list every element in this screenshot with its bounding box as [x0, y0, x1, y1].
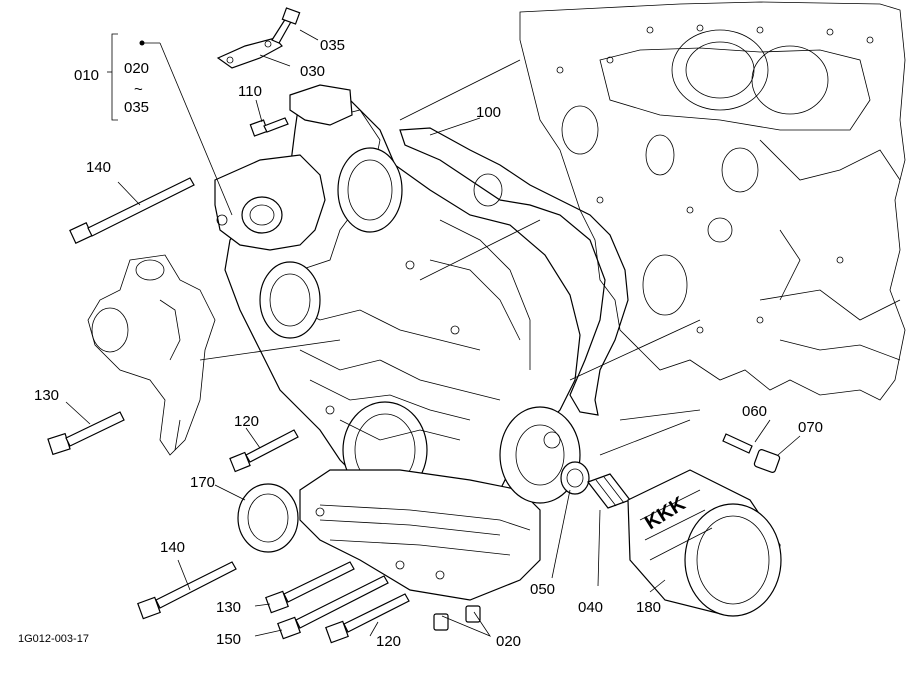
callout-170: 170: [190, 474, 215, 491]
callout-010: 010: [74, 67, 99, 84]
callout-120-mid: 120: [234, 413, 259, 430]
plug-070: [753, 449, 781, 473]
callout-040: 040: [578, 599, 603, 616]
callout-050: 050: [530, 581, 555, 598]
filter-flange: [499, 406, 590, 504]
bolt-120-bottom: [325, 593, 410, 644]
callout-140-top: 140: [86, 159, 111, 176]
oil-seal-170: [237, 483, 299, 553]
bolt-130-bottom: [265, 561, 355, 614]
leader-lines: [65, 29, 801, 637]
bolt-150: [277, 575, 389, 640]
callout-130-bottom: 130: [216, 599, 241, 616]
thermostat-housing: [214, 84, 353, 251]
oil-pan: [299, 469, 541, 601]
callout-020-bottom: 020: [496, 633, 521, 650]
bolt-035: [271, 7, 301, 44]
callout-labels: 010 020 ~ 035 035 030 110 100 140 130 12…: [18, 37, 823, 650]
callout-060: 060: [742, 403, 767, 420]
reference-dot: [139, 40, 145, 46]
callout-140-bottom: 140: [160, 539, 185, 556]
water-pump: [87, 254, 216, 456]
oil-filter-180: KKK: [627, 469, 782, 617]
callout-100: 100: [476, 104, 501, 121]
bolt-060: [722, 433, 753, 454]
bolt-140-bottom: [137, 561, 237, 620]
phantom-lines: [199, 59, 701, 456]
callout-150: 150: [216, 631, 241, 648]
callout-070: 070: [798, 419, 823, 436]
callout-020-range-start: 020: [124, 60, 149, 77]
callout-120-bottom: 120: [376, 633, 401, 650]
engine-block: [519, 1, 906, 401]
callout-180: 180: [636, 599, 661, 616]
callout-130-left: 130: [34, 387, 59, 404]
callout-035: 035: [320, 37, 345, 54]
bolt-120-mid: [229, 429, 299, 473]
gasket-100: [399, 127, 629, 416]
figure-id: 1G012-003-17: [18, 633, 89, 645]
filter-nipple-040: [587, 473, 631, 509]
callout-035-range-end: 035: [124, 99, 149, 116]
callout-030: 030: [300, 63, 325, 80]
bracket-030: [216, 37, 283, 69]
range-tilde: ~: [134, 81, 143, 98]
drain-plug-020: [433, 605, 481, 631]
bolt-110: [249, 117, 289, 137]
bolt-140-top: [69, 177, 195, 244]
callout-110: 110: [238, 83, 262, 100]
bolt-130-left: [47, 411, 125, 456]
